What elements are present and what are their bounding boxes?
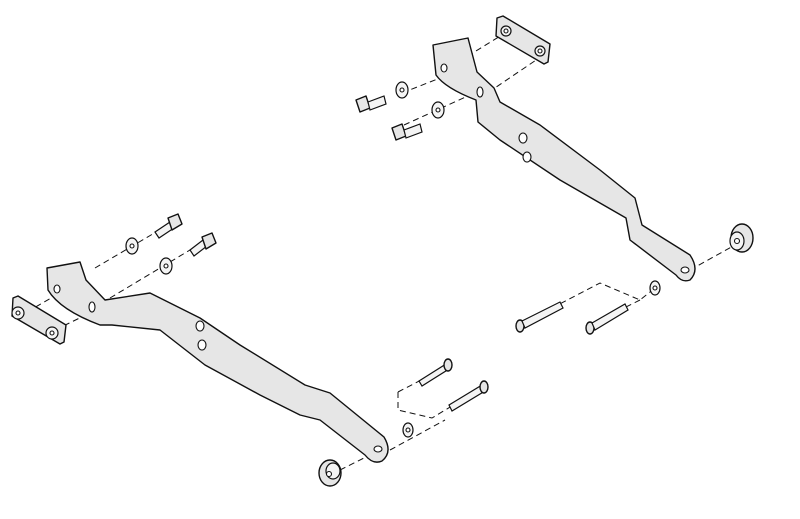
left-long-bolts (318, 358, 489, 487)
long-bolt (521, 301, 564, 329)
right-hardware (355, 81, 445, 141)
left-bracket (46, 261, 389, 463)
left-mounting-plate (11, 295, 67, 345)
right-long-bolts (515, 223, 754, 335)
left-hardware (125, 213, 217, 275)
right-bracket (432, 37, 696, 282)
long-bolt (591, 303, 629, 331)
right-mounting-plate (495, 15, 551, 65)
